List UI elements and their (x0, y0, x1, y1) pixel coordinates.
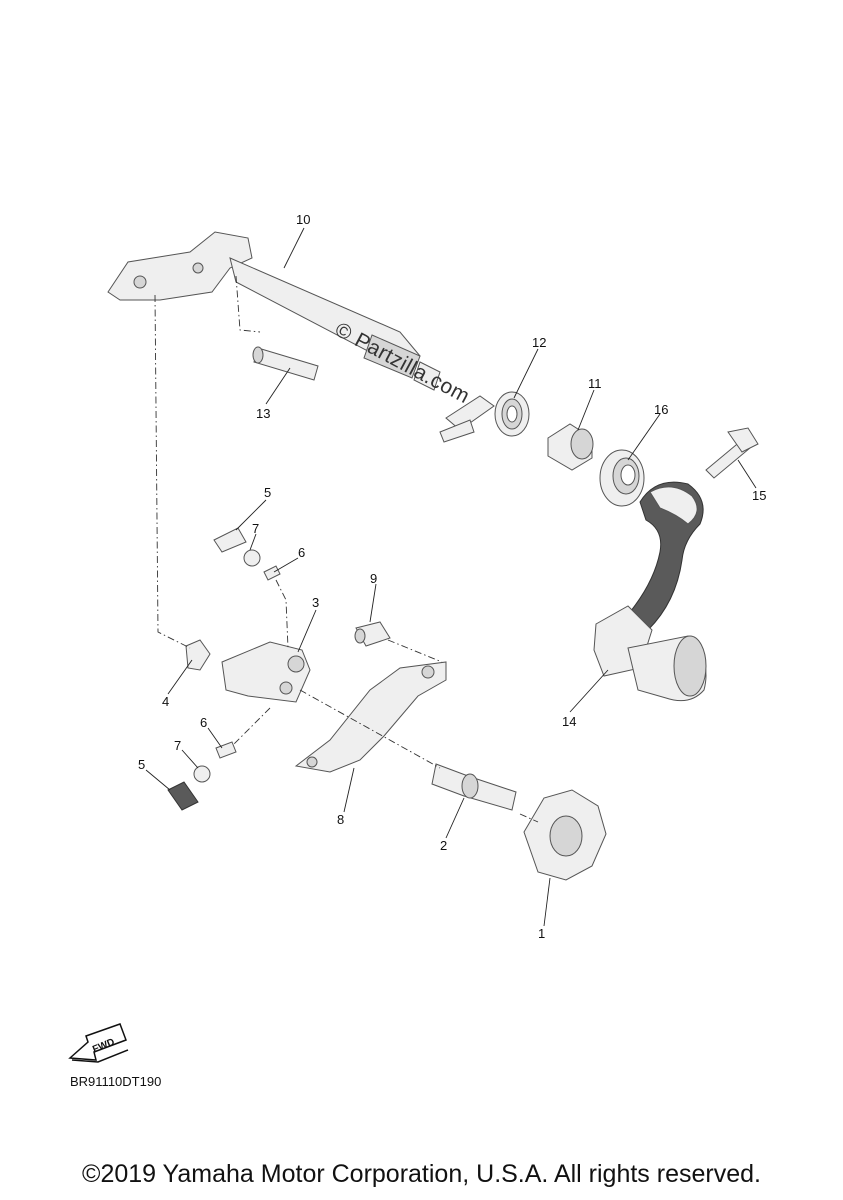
copyright-notice: ©2019 Yamaha Motor Corporation, U.S.A. A… (82, 1160, 761, 1188)
callout-6-upper: 6 (298, 545, 305, 560)
part-7-upper-washer[interactable] (243, 549, 261, 567)
part-4-nut[interactable] (185, 639, 211, 671)
callout-8: 8 (337, 812, 344, 827)
callout-1: 1 (538, 926, 545, 941)
callout-6-lower: 6 (200, 715, 207, 730)
leader-lines (145, 227, 757, 927)
callout-10: 10 (296, 212, 310, 227)
callout-5-upper: 5 (264, 485, 271, 500)
part-15-bolt[interactable] (705, 427, 759, 479)
part-16-oil-seal[interactable] (599, 449, 645, 507)
part-1-gear[interactable] (523, 789, 607, 881)
callout-numbers: 10 12 11 16 15 13 5 7 6 3 9 4 6 7 5 8 2 … (138, 212, 766, 941)
callout-3: 3 (312, 595, 319, 610)
part-5-upper-nut[interactable] (213, 527, 247, 553)
callout-16: 16 (654, 402, 668, 417)
part-11-collar[interactable] (547, 423, 594, 471)
assembly-lines (154, 275, 539, 823)
part-3-rod-end[interactable] (221, 641, 311, 703)
callout-14: 14 (562, 714, 576, 729)
part-10-shift-arm[interactable] (107, 231, 441, 391)
callout-11: 11 (588, 376, 602, 391)
callout-12: 12 (532, 335, 546, 350)
part-9-bolt[interactable] (354, 621, 391, 647)
part-13-pin[interactable] (252, 346, 319, 381)
callout-15: 15 (752, 488, 766, 503)
callout-4: 4 (162, 694, 169, 709)
part-5-lower-nut[interactable] (167, 781, 199, 811)
part-14-shift-pedal[interactable] (593, 481, 707, 702)
callout-9: 9 (370, 571, 377, 586)
callout-13: 13 (256, 406, 270, 421)
part-8-bracket[interactable] (294, 661, 447, 773)
forward-arrow-icon: FWD (68, 1023, 129, 1063)
callout-5-lower: 5 (138, 757, 145, 772)
diagram-code: BR91110DT190 (70, 1074, 162, 1089)
callout-2: 2 (440, 838, 447, 853)
callout-7-upper: 7 (252, 521, 259, 536)
part-7-lower-washer[interactable] (193, 765, 211, 783)
callout-7-lower: 7 (174, 738, 181, 753)
part-12-spring[interactable] (439, 391, 530, 443)
part-2-collar[interactable] (431, 763, 517, 811)
part-6-upper-bolt[interactable] (263, 565, 281, 581)
part-6-lower-bolt[interactable] (215, 741, 237, 759)
